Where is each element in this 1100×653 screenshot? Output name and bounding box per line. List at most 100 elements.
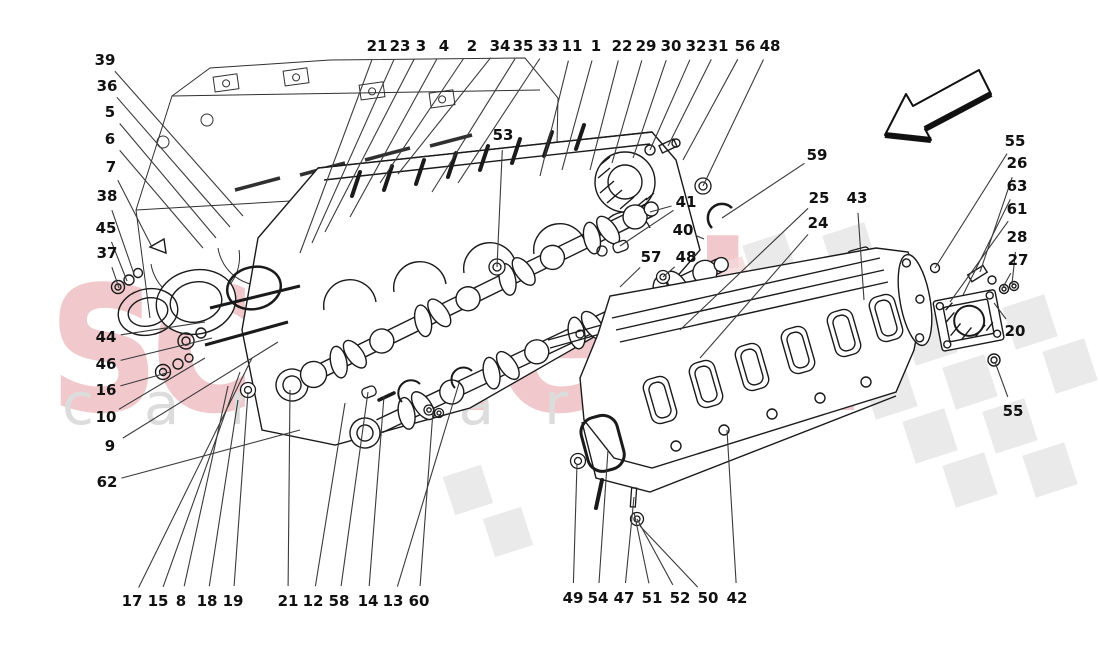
callout-20-label: 20	[1005, 322, 1026, 340]
callout-35-label: 35	[513, 37, 534, 55]
callout-48-leader	[662, 266, 676, 278]
callout-34-leader	[397, 57, 492, 175]
callout-21-label: 21	[278, 592, 299, 610]
callout-36-leader	[116, 96, 231, 228]
callout-11-leader	[539, 60, 569, 177]
callout-40-leader	[696, 235, 705, 240]
callout-3-label: 3	[416, 37, 426, 55]
callout-48-label: 48	[676, 248, 697, 266]
callout-56-label: 56	[735, 37, 756, 55]
callout-12-label: 12	[303, 592, 324, 610]
callout-41-leader	[619, 209, 674, 247]
cover-ports	[642, 293, 904, 425]
callout-38-label: 38	[97, 187, 118, 205]
callout-46-leader	[120, 337, 213, 361]
callout-18-label: 18	[197, 592, 218, 610]
callout-16-label: 16	[96, 381, 117, 399]
callout-7-label: 7	[106, 158, 116, 176]
callout-5-leader	[119, 123, 217, 239]
callout-14-leader	[368, 395, 385, 587]
callout-24-label: 24	[808, 214, 829, 232]
callout-39-leader	[114, 70, 244, 217]
callout-58-leader	[340, 391, 369, 587]
cover-end-cap	[897, 253, 933, 347]
loose-parts	[239, 177, 733, 527]
callout-54-label: 54	[588, 589, 609, 607]
callout-52-leader	[636, 518, 674, 586]
callout-55-label: 55	[1003, 402, 1024, 420]
callout-8-label: 8	[176, 592, 186, 610]
left-fasteners	[110, 267, 301, 381]
callout-49-label: 49	[563, 589, 584, 607]
callout-13-leader	[396, 379, 461, 587]
cover-skirt	[581, 395, 897, 493]
callout-4-label: 4	[439, 37, 449, 55]
callout-33-label: 33	[538, 37, 559, 55]
callout-39-label: 39	[95, 51, 116, 69]
callout-32-leader	[649, 59, 691, 151]
callout-57-leader	[619, 267, 641, 288]
camshaft-intake-drawing	[275, 201, 659, 402]
callout-19-leader	[233, 391, 249, 587]
callout-41-label: 41	[676, 193, 697, 211]
callout-47-leader	[624, 496, 635, 584]
callout-10-leader	[118, 357, 206, 410]
callout-6-leader	[119, 150, 204, 249]
callout-3-leader	[324, 59, 415, 233]
callout-43-leader	[857, 212, 865, 301]
callout-6-label: 6	[105, 130, 115, 148]
callout-17-leader	[138, 357, 253, 588]
callout-30-leader	[632, 60, 667, 159]
callout-32-label: 32	[686, 37, 707, 55]
callout-40-label: 40	[673, 221, 694, 239]
callout-43-label: 43	[847, 189, 868, 207]
callout-45-label: 45	[96, 219, 117, 237]
callout-55-label: 55	[1005, 132, 1026, 150]
callout-30-label: 30	[661, 37, 682, 55]
callout-42-leader	[726, 429, 737, 584]
callout-36-label: 36	[97, 77, 118, 95]
callout-54-leader	[598, 449, 609, 584]
callout-48-label: 48	[760, 37, 781, 55]
callout-42-label: 42	[727, 589, 748, 607]
direction-arrow	[884, 69, 993, 143]
callout-13-label: 13	[383, 592, 404, 610]
callout-10-label: 10	[96, 408, 117, 426]
callout-37-leader	[111, 267, 120, 289]
callout-28-leader	[1011, 251, 1016, 285]
callout-12-leader	[314, 402, 346, 587]
callout-22-leader	[589, 60, 619, 171]
callout-18-leader	[208, 399, 239, 587]
callout-19-label: 19	[223, 592, 244, 610]
callout-57-label: 57	[641, 248, 662, 266]
callout-37-label: 37	[97, 244, 118, 262]
callout-63-leader	[962, 199, 1011, 296]
callout-2-label: 2	[467, 37, 477, 55]
callout-21-leader	[299, 59, 373, 254]
callout-48-leader	[702, 59, 764, 187]
callout-51-label: 51	[642, 589, 663, 607]
callout-1-leader	[561, 60, 593, 171]
cover-bolt-tabs	[670, 376, 872, 452]
callout-58-label: 58	[329, 592, 350, 610]
callout-31-leader	[667, 59, 712, 147]
callout-23-label: 23	[390, 37, 411, 55]
callout-29-label: 29	[636, 37, 657, 55]
callout-9-label: 9	[105, 437, 115, 455]
callout-28-label: 28	[1007, 228, 1028, 246]
callout-25-label: 25	[809, 189, 830, 207]
callout-22-label: 22	[612, 37, 633, 55]
front-seal-flange	[117, 237, 283, 337]
callout-51-leader	[633, 511, 650, 584]
callout-41-leader	[649, 205, 672, 213]
callout-1-label: 1	[591, 37, 601, 55]
callout-55-leader	[994, 361, 1009, 398]
callout-5-label: 5	[105, 103, 115, 121]
callout-31-label: 31	[708, 37, 729, 55]
callout-15-leader	[162, 371, 241, 588]
callout-11-label: 11	[562, 37, 583, 55]
callout-23-leader	[311, 59, 395, 244]
callout-33-leader	[457, 58, 541, 184]
